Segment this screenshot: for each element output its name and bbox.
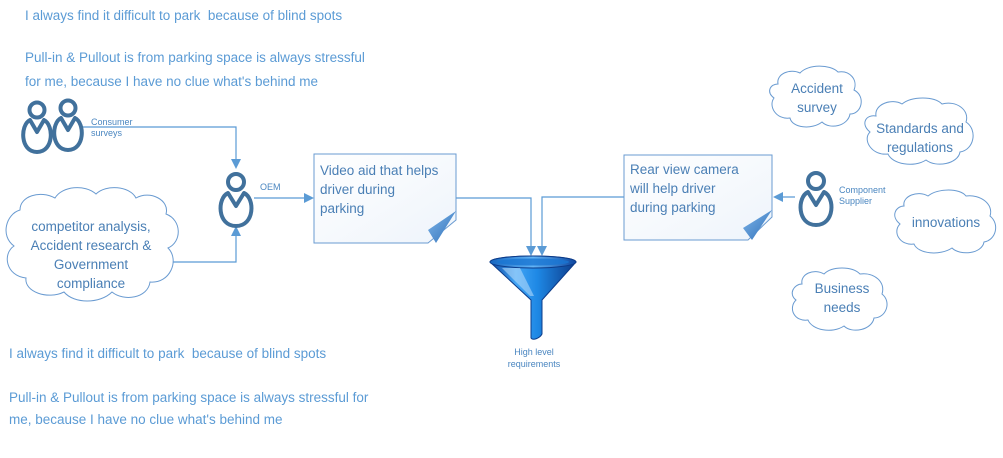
- note-video-aid-line3: parking: [320, 201, 365, 216]
- oem-label: OEM: [260, 182, 281, 192]
- competitor-cloud-line2: Accident research &: [30, 238, 152, 253]
- quote-pullout-top-line1: Pull-in & Pullout is from parking space …: [25, 50, 365, 65]
- cloud-innovations: [894, 189, 997, 254]
- cloud-accident-survey: [769, 65, 862, 128]
- note-rear-camera: [623, 154, 773, 241]
- competitor-cloud-line3: Government: [53, 257, 129, 272]
- cloud-standards-regulations: [864, 97, 974, 165]
- page-curl-icon: [743, 210, 772, 240]
- cloud-competitor-analysis: [5, 187, 179, 302]
- note-video-aid-line2: driver during: [320, 182, 396, 197]
- cloud-business-line1: Business: [814, 281, 870, 296]
- cloud-accident-survey-line2: survey: [797, 100, 837, 115]
- cloud-business-needs: [791, 267, 888, 331]
- page-curl-icon: [428, 211, 456, 243]
- competitor-cloud-line4: compliance: [56, 276, 126, 291]
- note-rear-camera-line2: will help driver: [630, 181, 716, 196]
- connector-competitor-to-oem: [172, 226, 241, 263]
- cloud-standards-line2: regulations: [886, 140, 954, 155]
- cloud-standards-line1: Standards and: [876, 121, 964, 136]
- competitor-cloud-line1: competitor analysis,: [31, 219, 151, 234]
- consumer-surveys-label-1: Consumer: [91, 117, 133, 127]
- quote-pullout-bottom-line2: me, because I have no clue what's behind…: [9, 412, 283, 427]
- note-rear-camera-line1: Rear view camera: [630, 162, 739, 177]
- note-video-aid-line1: Video aid that helps: [320, 163, 439, 178]
- cloud-business-line2: needs: [823, 300, 861, 315]
- note-rear-camera-line3: during parking: [630, 200, 716, 215]
- quote-blind-spots-bottom: I always find it difficult to park becau…: [9, 346, 327, 361]
- users-icon: [21, 98, 84, 154]
- note-video-aid: [313, 153, 457, 244]
- supplier-user-icon: [798, 171, 834, 227]
- cloud-accident-survey-line1: Accident: [791, 81, 843, 96]
- connector-rear-camera-to-funnel: [537, 196, 624, 256]
- consumer-surveys-label-2: surveys: [91, 128, 123, 138]
- supplier-label-1: Component: [839, 185, 886, 195]
- connector-consumer-to-oem: [80, 126, 241, 169]
- supplier-label-2: Supplier: [839, 196, 873, 206]
- quote-pullout-bottom-line1: Pull-in & Pullout is from parking space …: [9, 390, 369, 405]
- funnel-label-1: High level: [514, 347, 554, 357]
- funnel-label-2: requirements: [507, 359, 561, 369]
- funnel-icon: [489, 255, 577, 340]
- quote-pullout-top-line2: for me, because I have no clue what's be…: [25, 74, 318, 89]
- oem-user-icon: [218, 172, 254, 228]
- quote-blind-spots-top: I always find it difficult to park becau…: [25, 8, 343, 23]
- cloud-innovations-line1: innovations: [911, 215, 981, 230]
- connector-video-aid-to-funnel: [456, 197, 536, 256]
